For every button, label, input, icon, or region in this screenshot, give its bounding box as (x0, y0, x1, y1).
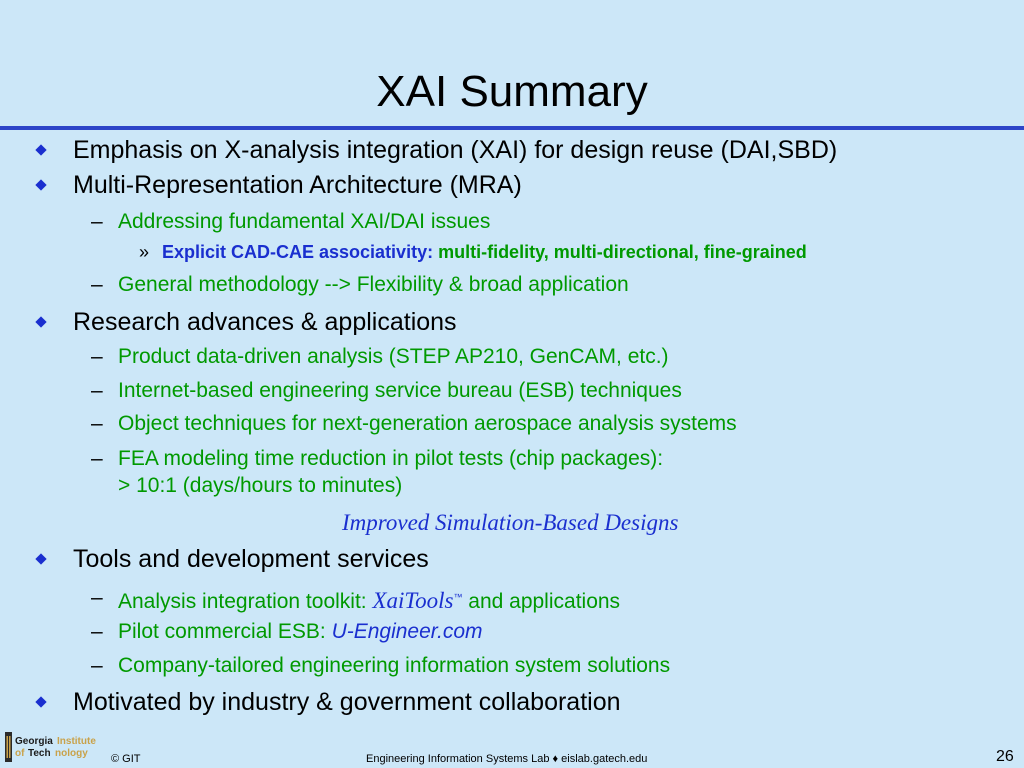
dash-marker: – (91, 379, 103, 402)
dash-marker: – (91, 586, 103, 609)
xaitools-brand: XaiTools (372, 588, 454, 613)
sub-bullet-text: General methodology --> Flexibility & br… (118, 273, 629, 296)
associativity-details: multi-fidelity, multi-directional, fine-… (433, 242, 807, 262)
bullet-diamond-icon (35, 696, 47, 708)
sub-bullet-text: Object techniques for next-generation ae… (118, 412, 737, 435)
sub-sub-bullet-text: Explicit CAD-CAE associativity: multi-fi… (162, 241, 807, 263)
bullet-text: Motivated by industry & government colla… (73, 688, 621, 716)
dash-marker: – (91, 210, 103, 233)
footer-lab-text: Engineering Information Systems Lab ♦ ei… (366, 753, 648, 765)
sub-bullet-text: Internet-based engineering service burea… (118, 379, 682, 402)
sub-bullet-text: FEA modeling time reduction in pilot tes… (118, 447, 664, 470)
center-note: Improved Simulation-Based Designs (342, 510, 679, 535)
associativity-label: Explicit CAD-CAE associativity: (162, 242, 434, 262)
title-divider (0, 126, 1024, 130)
sub-bullet-text: Addressing fundamental XAI/DAI issues (118, 210, 491, 233)
logo-text-tech: Tech (28, 748, 51, 759)
sub-bullet-text: Company-tailored engineering information… (118, 654, 671, 677)
dash-marker: – (91, 345, 103, 368)
bullet-text: Emphasis on X-analysis integration (XAI)… (73, 136, 838, 164)
page-number: 26 (996, 748, 1014, 765)
toolkit-label: Analysis integration toolkit: (118, 590, 373, 613)
copyright-text: © GIT (111, 753, 141, 765)
toolkit-suffix: and applications (462, 590, 621, 613)
slide-title: XAI Summary (376, 67, 648, 116)
logo-text-georgia: Georgia (15, 736, 53, 747)
logo-text-of: of (15, 748, 25, 759)
logo-text-institute: Institute (57, 736, 96, 747)
raquo-marker: » (139, 242, 150, 262)
esb-label: Pilot commercial ESB: (118, 620, 332, 643)
sub-bullet-text: Analysis integration toolkit: XaiTools™ … (118, 585, 620, 614)
sub-bullet-text: Product data-driven analysis (STEP AP210… (118, 345, 669, 368)
sub-bullet-continuation: > 10:1 (days/hours to minutes) (118, 474, 403, 497)
dash-marker: – (91, 654, 103, 677)
u-engineer-link[interactable]: U-Engineer.com (331, 620, 483, 643)
bullet-diamond-icon (35, 316, 47, 328)
dash-marker: – (91, 447, 103, 470)
sub-bullet-text: Pilot commercial ESB: U-Engineer.com (118, 619, 483, 644)
georgia-tech-logo: Georgia Institute of Tech nology (5, 732, 96, 762)
logo-text-nology: nology (55, 748, 88, 759)
bullet-text: Multi-Representation Architecture (MRA) (73, 171, 522, 199)
trademark-mark: ™ (453, 592, 463, 602)
bullet-diamond-icon (35, 553, 47, 565)
bullet-diamond-icon (35, 144, 47, 156)
bullet-diamond-icon (35, 179, 47, 191)
dash-marker: – (91, 412, 103, 435)
dash-marker: – (91, 620, 103, 643)
bullet-text: Research advances & applications (73, 308, 457, 336)
bullet-text: Tools and development services (73, 545, 429, 573)
dash-marker: – (91, 273, 103, 296)
